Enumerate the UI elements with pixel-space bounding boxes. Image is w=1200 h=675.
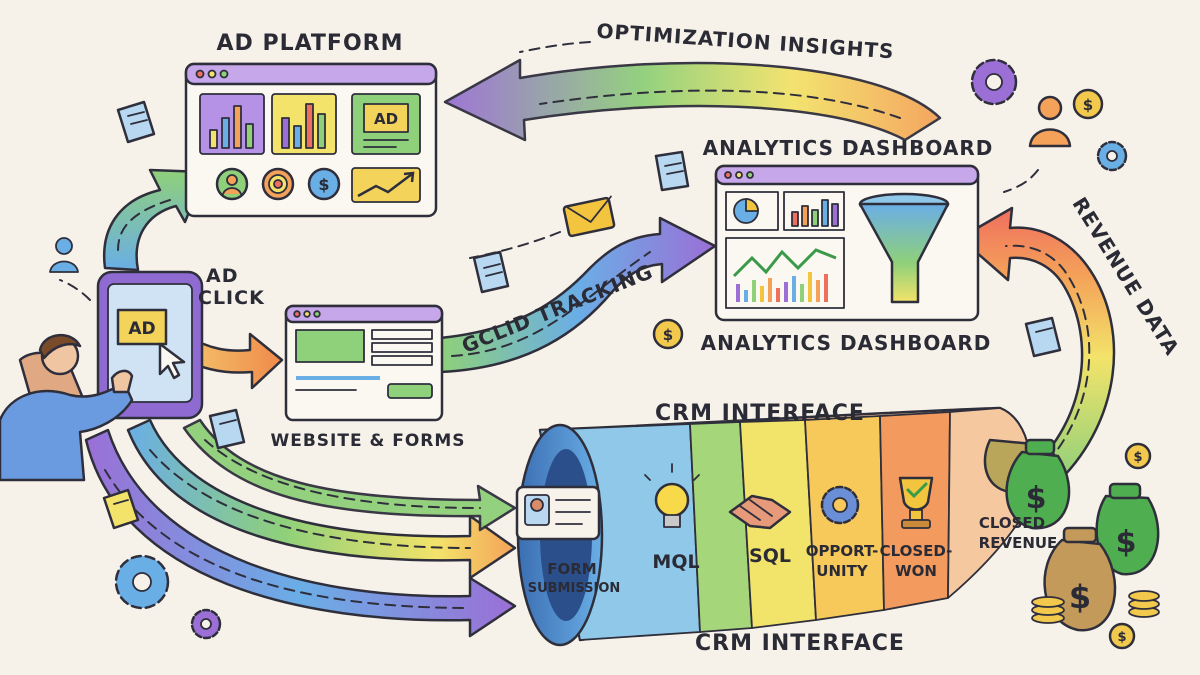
dollar-coin-icon: $ [1072, 88, 1104, 120]
person-icon [49, 237, 79, 273]
analytics-dashboard-window [714, 164, 980, 322]
document-icon [116, 100, 156, 144]
website-forms-label: WEBSITE & FORMS [270, 431, 465, 451]
ad-click-label-line2: CLICK [198, 287, 265, 309]
submit-button [387, 383, 433, 399]
stage-revenue-line1: CLOSED [979, 514, 1045, 532]
crm-interface-bottom-label: CRM INTERFACE [695, 631, 905, 656]
document-icon [102, 488, 140, 530]
optimization-insights-arrow [443, 58, 942, 142]
website-forms-window [284, 304, 444, 422]
envelope-icon [562, 195, 616, 238]
dollar-coin-icon: $ [1108, 622, 1136, 650]
lightbulb-icon [644, 463, 700, 528]
optimization-insights-label: OPTIMIZATION INSIGHTS [596, 19, 895, 64]
hero-block [295, 329, 365, 363]
stage-opportunity-line1: OPPORT- [806, 542, 879, 560]
svg-text:$: $ [1116, 525, 1137, 560]
analytics-dashboard-bottom-label: ANALYTICS DASHBOARD [701, 331, 992, 355]
svg-text:$: $ [1083, 96, 1093, 114]
gear-icon [190, 608, 222, 640]
stage-revenue-line2: REVENUE [979, 534, 1058, 552]
ad-click-label-line1: AD [206, 265, 238, 287]
gear-icon [970, 58, 1018, 106]
stage-form-line2: SUBMISSION [528, 581, 621, 596]
stage-sql-label: SQL [749, 545, 791, 567]
handshake-icon [728, 494, 792, 530]
crm-interface-top-label: CRM INTERFACE [655, 401, 865, 426]
svg-text:$: $ [1133, 450, 1142, 465]
phone-ad-label: AD [128, 319, 155, 339]
cursor-icon [158, 342, 186, 380]
document-icon [1024, 316, 1062, 358]
svg-text:$: $ [1026, 481, 1047, 516]
document-icon [208, 408, 246, 450]
analytics-dashboard-top-label: ANALYTICS DASHBOARD [703, 136, 994, 160]
form-flow-arrow-blue [182, 418, 517, 532]
funnel-icon [858, 192, 950, 304]
svg-text:$: $ [663, 326, 673, 344]
gear-icon [820, 485, 860, 525]
gear-icon [114, 554, 170, 610]
dollar-coin-icon: $ [1124, 442, 1152, 470]
dashed-arrow [519, 41, 591, 53]
ad-platform-label: AD PLATFORM [217, 31, 404, 56]
id-card-icon [515, 485, 601, 541]
stage-form-line1: FORM [547, 560, 596, 578]
revenue-data-arrow [958, 206, 1116, 482]
svg-text:$: $ [318, 175, 329, 194]
stage-closed-won-line2: WON [895, 562, 937, 580]
dashed-arrow [1003, 169, 1039, 193]
document-icon [472, 250, 510, 294]
dashed-arrow [469, 231, 561, 259]
document-icon [654, 150, 690, 192]
dollar-icon [307, 167, 341, 201]
gear-icon [1096, 140, 1128, 172]
stage-closed-won-line1: CLOSED- [880, 542, 953, 560]
person-with-phone [0, 333, 134, 482]
ad-platform-window: AD $ [184, 62, 438, 218]
money-bag-icon: $ [1095, 482, 1160, 576]
person-icon [1028, 95, 1072, 148]
money-bag-icon: $ [1005, 438, 1071, 530]
ad-tile-label: AD [374, 110, 398, 128]
dashed-arrow [59, 279, 91, 301]
stage-mql-label: MQL [652, 551, 699, 573]
trophy-icon [898, 476, 934, 529]
svg-text:$: $ [1117, 630, 1126, 645]
svg-text:$: $ [1069, 578, 1091, 616]
coin-stack-icon [1031, 590, 1160, 624]
dollar-coin-icon: $ [652, 318, 684, 350]
trend-icon [351, 167, 421, 203]
stage-opportunity-line2: UNITY [816, 562, 869, 580]
